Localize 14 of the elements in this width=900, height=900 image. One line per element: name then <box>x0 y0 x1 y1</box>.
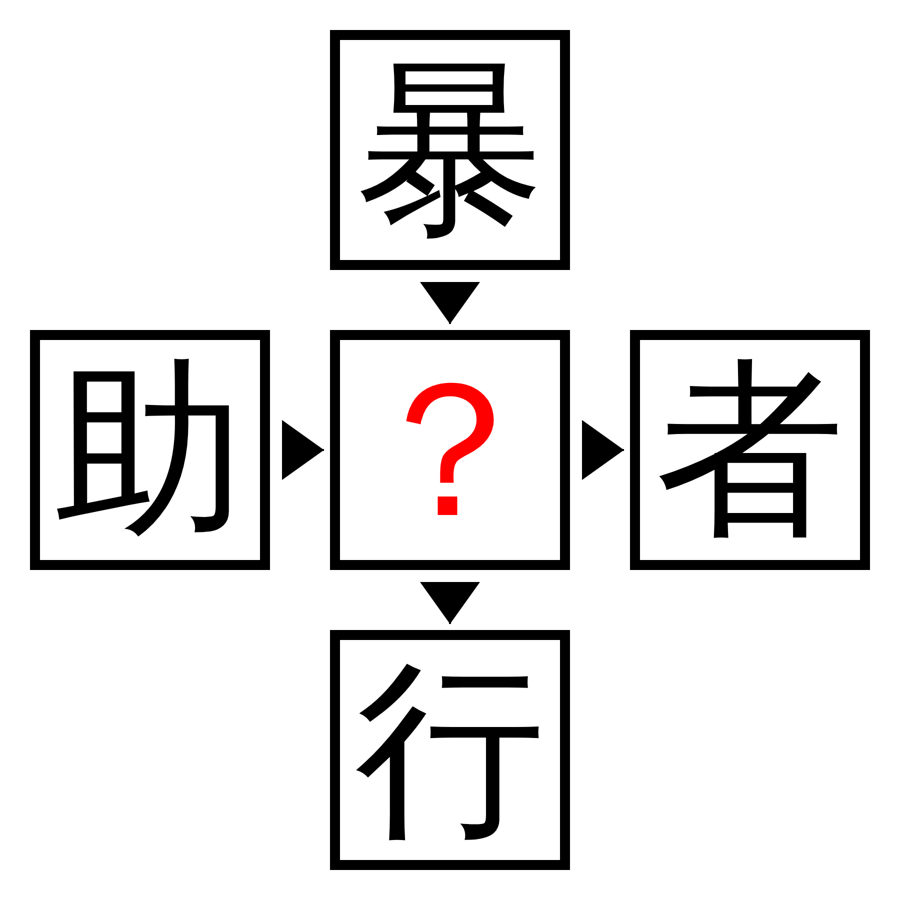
character-box <box>30 330 270 570</box>
arrow <box>420 282 480 324</box>
arrow <box>282 420 324 480</box>
character-box <box>630 330 870 570</box>
character: ？ <box>355 355 545 545</box>
character-box <box>330 330 570 570</box>
character: 助 <box>55 355 245 545</box>
arrow <box>582 420 624 480</box>
character: 行 <box>355 655 545 845</box>
character-box <box>330 30 570 270</box>
arrow <box>420 582 480 624</box>
character-box <box>330 630 570 870</box>
character: 暴 <box>355 55 545 245</box>
character: 者 <box>655 355 845 545</box>
